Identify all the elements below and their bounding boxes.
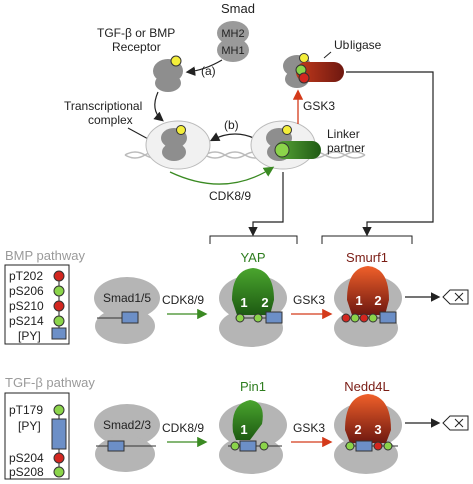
bmp-smurf-shape — [347, 266, 389, 315]
tgfb-legend-dot-0 — [53, 404, 65, 416]
tgfb-ligase-label: Nedd4L — [344, 379, 390, 394]
ubligase-label-line1: Ub — [334, 38, 350, 52]
tgfb-legend-3: pS208 — [9, 465, 44, 479]
receptor-label-line1: TGF-β or BMP — [97, 26, 175, 40]
ubligase-label-line2: ligase — [350, 38, 382, 52]
tgfb-legend-0: pT179 — [9, 403, 43, 417]
bmp-partner-label: YAP — [240, 250, 265, 265]
bmp-legend-dot-1 — [53, 285, 65, 297]
tgfb-pin1-shape — [232, 400, 263, 440]
tgfb-smad-top — [94, 404, 160, 446]
bmp-legend-2: pS210 — [9, 299, 44, 313]
bmp-pathway: BMP pathway pT202 pS206 pS210 pS214 [PY]… — [4, 235, 469, 347]
receptor-label-line2: Receptor — [112, 40, 161, 54]
bmp-ligase-site2: 2 — [374, 293, 381, 308]
bmp-legend-dot-3 — [53, 315, 65, 327]
bmp-legend-3: pS214 — [9, 314, 44, 328]
bmp-partner-site1: 1 — [240, 295, 247, 310]
bmp-smad-bottom — [95, 308, 155, 344]
bmp-ligase-label: Smurf1 — [346, 250, 388, 265]
arrow-a — [185, 59, 223, 76]
connector-smurf — [346, 71, 434, 237]
tgfb-degradation-icon — [442, 415, 469, 431]
mh2-domain — [217, 21, 249, 45]
bmp-smad-top — [94, 277, 160, 319]
tgfb-smad-label: Smad2/3 — [103, 418, 151, 432]
bmp-legend-4: [PY] — [18, 329, 41, 343]
bmp-pathway-title: BMP pathway — [5, 248, 85, 263]
tgfb-partner-site1: 1 — [240, 422, 247, 437]
linker-label-line1: Linker — [327, 127, 360, 141]
bmp-legend-1: pS206 — [9, 284, 44, 298]
bmp-yap-shape — [232, 268, 274, 315]
mh1-label: MH1 — [221, 45, 244, 57]
bmp-cdk-label: CDK8/9 — [162, 293, 204, 307]
smad-label: Smad — [221, 1, 255, 16]
gsk3-label-top: GSK3 — [303, 99, 335, 113]
tgfb-partner-label: Pin1 — [240, 379, 266, 394]
bmp-legend-dot-2 — [53, 300, 65, 312]
tgfb-ligase-site1: 2 — [354, 422, 361, 437]
tgfb-pathway: TGF-β pathway pT179 [PY] pS204 pS208 Sma… — [4, 375, 469, 480]
tgfb-nedd4l-shape — [345, 394, 391, 443]
transcriptional-label-line2: complex — [88, 113, 133, 127]
tgfb-legend-dot-3 — [53, 466, 65, 478]
tgfb-smad-bottom — [95, 436, 155, 472]
cdk-arrow-top — [169, 166, 275, 185]
bmp-gsk3-label: GSK3 — [293, 293, 325, 307]
tgfb-legend-2: pS204 — [9, 451, 44, 465]
tgfb-cdk-label: CDK8/9 — [162, 421, 204, 435]
tgfb-legend-1: [PY] — [18, 419, 41, 433]
step-b-label: (b) — [224, 118, 239, 132]
bmp-legend-dot-0 — [53, 270, 65, 282]
bmp-legend-0: pT202 — [9, 269, 43, 283]
arrow-b — [209, 132, 259, 142]
tgfb-gsk3-label: GSK3 — [293, 421, 325, 435]
bmp-legend-py-box — [51, 327, 67, 340]
bmp-ligase-site1: 1 — [355, 293, 362, 308]
mh1-domain — [217, 38, 249, 62]
phospho-dot — [170, 55, 182, 67]
tgfb-pathway-title: TGF-β pathway — [5, 375, 95, 390]
bmp-smad-label: Smad1/5 — [103, 291, 151, 305]
tgfb-ligase-site2: 3 — [374, 422, 381, 437]
bmp-degradation-icon — [442, 289, 469, 305]
cdk-label-top: CDK8/9 — [209, 189, 251, 203]
mh2-label: MH2 — [221, 28, 244, 40]
transcriptional-label-line1: Transcriptional — [64, 99, 142, 113]
bmp-smurf-bracket — [321, 235, 413, 244]
bmp-partner-site2: 2 — [261, 295, 268, 310]
tgfb-legend-py-box — [51, 418, 67, 450]
linker-label-line2: partner — [327, 141, 365, 155]
top-schematic: Smad MH2 MH1 TGF-β or BMP Receptor (a) T… — [64, 1, 434, 237]
tgfb-legend-dot-2 — [53, 452, 65, 464]
step-a-label: (a) — [201, 64, 216, 78]
connector-yap — [248, 172, 284, 237]
bmp-yap-bracket — [209, 235, 298, 244]
